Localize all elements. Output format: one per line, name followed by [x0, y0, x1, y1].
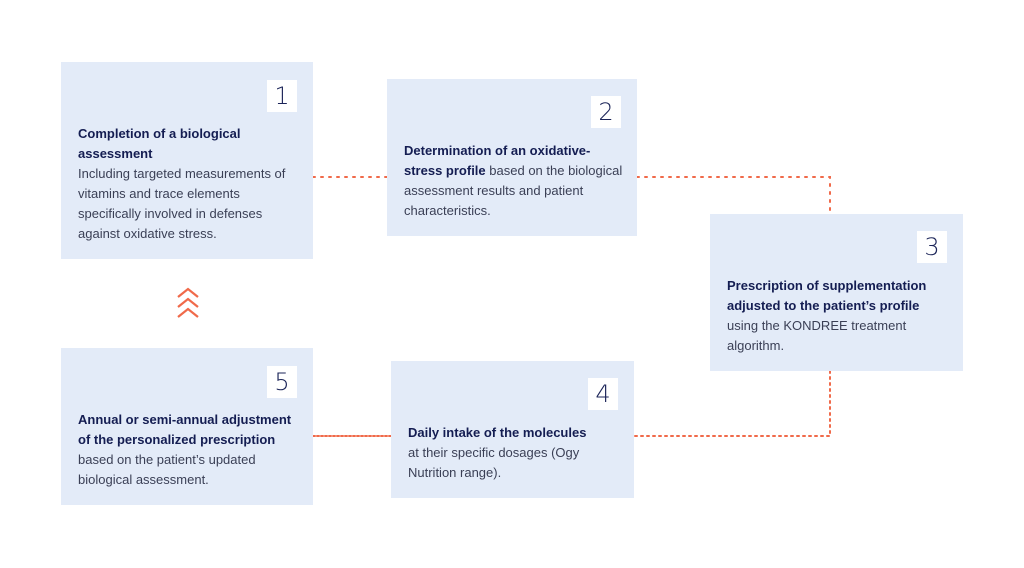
- step-card-5: 5 Annual or semi-annual adjustment of th…: [61, 348, 313, 505]
- connector-3-4: [633, 370, 831, 437]
- step-card-3: 3 Prescription of supplementation adjust…: [710, 214, 963, 371]
- step-heading: Prescription of supplementation adjusted…: [727, 278, 927, 313]
- step-body: using the KONDREE treatment algorithm.: [727, 318, 907, 353]
- step-heading: Daily intake of the molecules: [408, 425, 587, 440]
- step-heading: Annual or semi-annual adjustment of the …: [78, 412, 292, 447]
- step-number-badge: 2: [591, 96, 621, 128]
- triple-chevron-up-icon: [177, 287, 199, 318]
- step-description: Prescription of supplementation adjusted…: [727, 276, 952, 356]
- step-card-2: 2 Determination of an oxidative-stress p…: [387, 79, 637, 236]
- step-heading: Completion of a biological assessment: [78, 126, 241, 161]
- step-heading: Determination of an oxidative-stress pro…: [404, 143, 591, 178]
- step-body: based on the patient’s updated biologica…: [78, 452, 256, 487]
- connector-2-3: [636, 176, 831, 215]
- step-body: Including targeted measurements of vitam…: [78, 166, 286, 241]
- step-card-4: 4 Daily intake of the molecules at their…: [391, 361, 634, 498]
- step-number-badge: 4: [588, 378, 618, 410]
- step-body: based on the biological assessment resul…: [404, 163, 623, 218]
- step-body: at their specific dosages (Ogy Nutrition…: [408, 445, 580, 480]
- step-number-badge: 3: [917, 231, 947, 263]
- step-number-badge: 1: [267, 80, 297, 112]
- step-description: Determination of an oxidative-stress pro…: [404, 141, 624, 221]
- step-description: Daily intake of the molecules at their s…: [408, 423, 623, 483]
- step-card-1: 1 Completion of a biological assessment …: [61, 62, 313, 259]
- step-number-badge: 5: [267, 366, 297, 398]
- step-description: Annual or semi-annual adjustment of the …: [78, 410, 303, 490]
- step-description: Completion of a biological assessment In…: [78, 124, 300, 244]
